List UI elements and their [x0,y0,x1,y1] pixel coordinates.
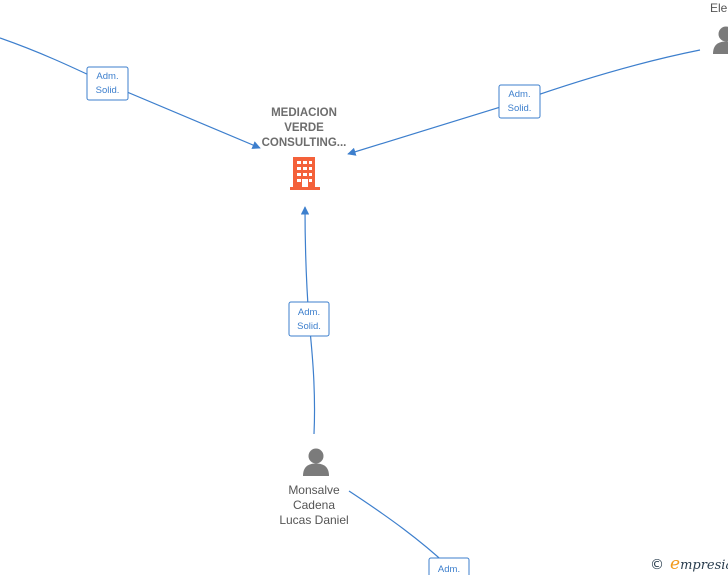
relation-label-top-right[interactable]: Adm. Solid. [498,84,541,119]
relation-label-line-1: Adm. [298,307,320,318]
company-name-line-1: MEDIACION [271,107,337,119]
relation-label-line-1: Adm. [96,71,118,82]
building-icon [290,157,320,190]
person-name-line-3: Lucas Daniel [279,513,348,527]
relation-label-line-2: Solid. [508,103,532,114]
relation-label-line-2: Solid. [96,85,120,96]
person-name-line-2: Cadena [293,498,335,512]
copyright-symbol: © [650,557,664,573]
person-name-line-1: Ele [710,1,728,15]
relation-label-bottom[interactable]: Adm. [428,557,470,575]
person-name-line-1: Monsalve [288,483,340,497]
relation-label-line-2: Solid. [297,321,321,332]
edge-left-to-company [0,37,261,149]
empresia-logo: © empresia [650,554,728,574]
person-icon [713,26,728,54]
brand-name: empresia [670,554,728,574]
company-name-line-3: CONSULTING... [262,137,347,149]
person-node-monsalve[interactable]: Monsalve Cadena Lucas Daniel [279,448,349,528]
company-node[interactable]: MEDIACION VERDE CONSULTING... [262,107,347,190]
relation-label-line-1: Adm. [438,564,460,575]
person-node-top-right[interactable]: Ele [710,1,728,54]
relation-label-middle[interactable]: Adm. Solid. [288,301,330,337]
relation-label-line-1: Adm. [508,89,530,100]
edge-monsalve-to-bottom [348,490,449,567]
company-name-line-2: VERDE [284,122,324,134]
relation-label-top-left[interactable]: Adm. Solid. [86,66,129,101]
person-icon [303,448,329,476]
